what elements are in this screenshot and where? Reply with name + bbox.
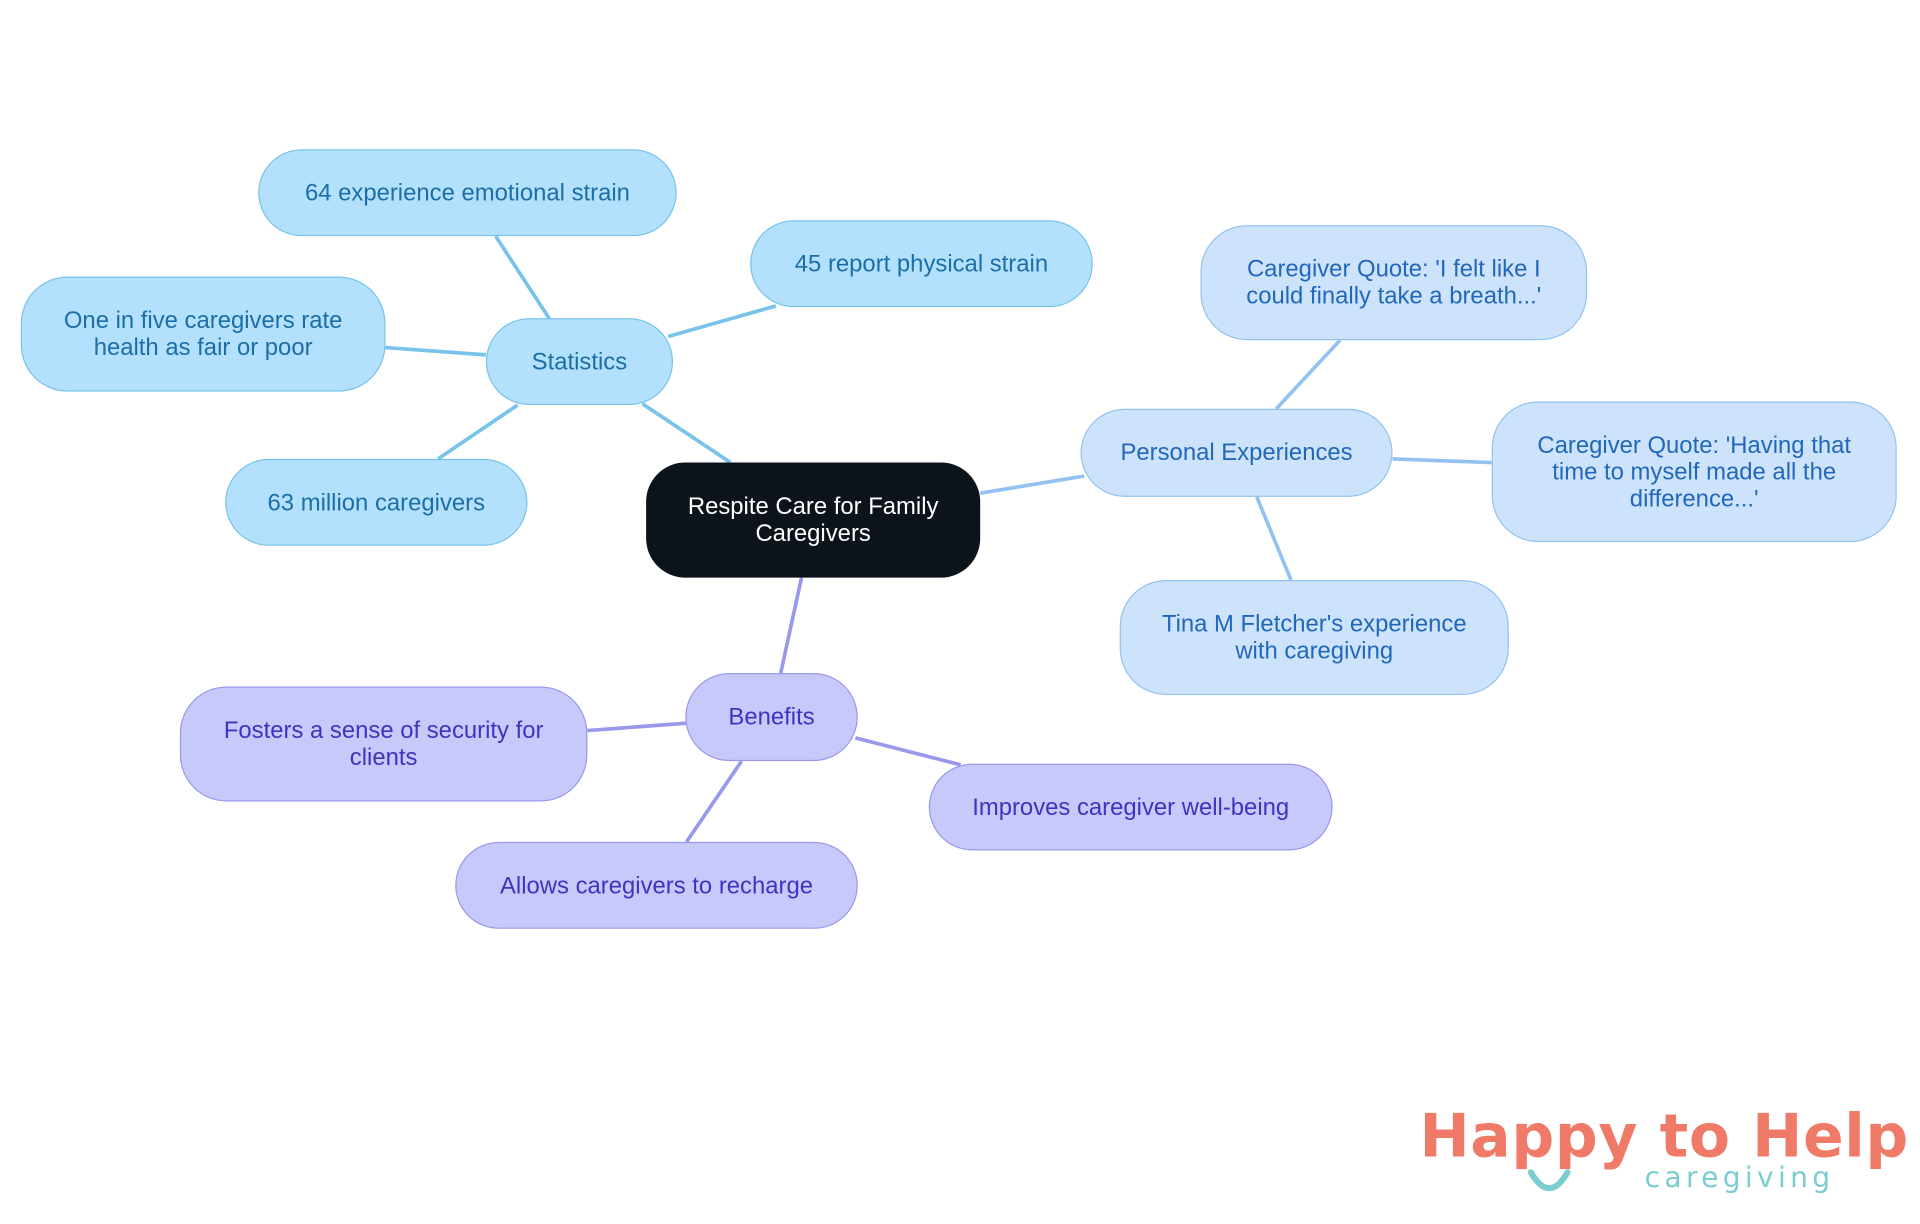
stat-emotional-strain: 64 experience emotional strain	[258, 149, 677, 237]
tina-fletcher-experience: Tina M Fletcher's experience with caregi…	[1119, 580, 1509, 696]
edge-central-personal	[979, 474, 1085, 495]
edge-central-benefits	[778, 577, 804, 674]
benefit-recharge: Allows caregivers to recharge	[455, 841, 858, 929]
edge-central-statistics	[641, 402, 732, 465]
stat-caregiver-count: 63 million caregivers	[225, 458, 528, 546]
edge-statistics-physical	[667, 304, 777, 339]
caregiver-quote-difference: Caregiver Quote: 'Having that time to my…	[1491, 401, 1897, 543]
branch-personal-experiences: Personal Experiences	[1080, 408, 1393, 497]
happy-to-help-logo: Happy to Help caregiving	[1419, 1101, 1908, 1211]
stat-health-rating: One in five caregivers rate health as fa…	[20, 276, 386, 392]
benefit-well-being: Improves caregiver well-being	[928, 763, 1333, 851]
logo-name: Happy to Help	[1419, 1101, 1909, 1172]
edge-statistics-emotional	[494, 235, 553, 322]
edge-benefits-wellbeing	[854, 736, 962, 767]
logo-tagline: caregiving	[1644, 1162, 1835, 1195]
edge-personal-quote1	[1274, 338, 1342, 410]
benefit-security: Fosters a sense of security for clients	[179, 686, 588, 802]
edge-statistics-caregivers	[437, 403, 519, 461]
edge-benefits-recharge	[684, 760, 744, 843]
branch-benefits: Benefits	[685, 673, 858, 762]
edge-benefits-security	[587, 721, 687, 733]
branch-statistics: Statistics	[485, 318, 674, 406]
caregiver-quote-breath: Caregiver Quote: 'I felt like I could fi…	[1200, 225, 1588, 341]
edge-statistics-health	[385, 345, 486, 357]
smile-icon	[1527, 1169, 1571, 1192]
edge-personal-quote2	[1392, 457, 1492, 465]
central-node: Respite Care for Family Caregivers	[646, 462, 981, 578]
edge-personal-tina	[1255, 496, 1293, 581]
stat-physical-strain: 45 report physical strain	[750, 220, 1093, 308]
